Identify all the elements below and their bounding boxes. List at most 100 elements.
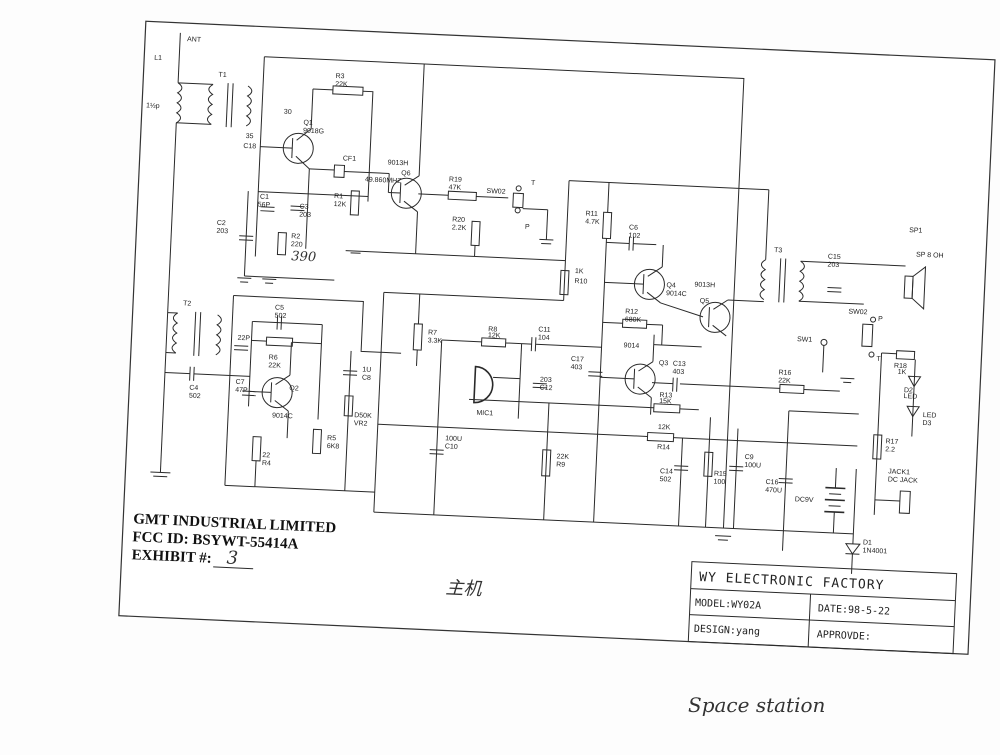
component-label-d2: D2 [904,387,913,394]
component-label-r15v: 100 [713,479,725,487]
component-label-c18: C18 [243,143,256,151]
component-label-r12v: 680K [625,316,642,324]
component-label-r14v: 12K [658,424,671,432]
component-label-c14: C14 [660,468,673,476]
component-label-c6v: 102 [628,232,640,240]
component-label-r16: R16 [778,369,791,377]
component-label-r15: R15 [714,471,727,479]
component-label-r18v: 1K [898,369,907,376]
scanned-page: ANTL11½pT1R322K30Q19018G35C18CF149.860MH… [118,20,996,655]
component-label-c5v: 502 [274,312,286,320]
component-label-led1: LED [903,393,917,401]
component-label-r10v: 1K [575,268,584,275]
component-label-r4: R4 [262,460,271,467]
component-label-c4v: 502 [189,393,201,401]
component-label-r9v: 22K [556,453,569,461]
component-label-sw02b: SW02 [848,308,867,316]
component-label-r2v: 220 [291,241,303,249]
component-label-c4: C4 [189,385,198,392]
component-label-r6: R6 [269,354,278,361]
component-label-sp1: SP1 [909,227,923,235]
component-label-c2v: 203 [216,228,228,236]
component-label-q3: Q3 [659,360,669,367]
exhibit-label: EXHIBIT #: [131,547,212,567]
component-label-r11: R11 [585,210,598,218]
component-label-r7v: 3.3K [427,337,442,345]
component-label-r2: R2 [291,233,300,240]
component-label-jack1: JACK1 [888,468,910,476]
component-label-q5: Q5 [700,298,710,305]
component-label-q5v: 9013H [694,281,715,289]
component-label-q1: Q1 [303,120,313,127]
component-label-r4v: 22 [262,452,270,459]
component-label-mic1: MIC1 [476,410,493,418]
component-label-c22p: 22P [237,335,250,343]
component-label-l1v: 1½p [146,101,160,110]
component-label-r20: R20 [452,216,465,224]
component-label-c12v: 203 [540,377,552,385]
component-label-r20v: 2.2K [452,224,467,232]
component-label-c3: C3 [299,203,308,210]
component-label-d1v: 1N4001 [862,547,887,555]
component-label-r7: R7 [428,329,437,336]
component-label-r5: R5 [327,435,336,442]
component-label-r3: R3 [335,73,344,80]
component-label-r11v: 4.7K [585,218,600,226]
component-label-r10: R10 [574,278,587,286]
component-label-c10v: 100U [445,435,462,443]
component-label-r1: R1 [334,193,343,200]
component-label-c7v: 47P [235,387,248,395]
model-field: MODEL:WY02A [695,598,762,612]
component-label-r3v: 22K [335,81,348,89]
page-border [118,20,996,655]
component-label-q2v: 9014C [272,412,293,420]
component-label-c10: C10 [445,443,458,451]
component-label-r13: R13 [659,392,672,400]
component-label-vr2: VR2 [354,420,368,428]
component-label-r5v: 6K8 [327,443,340,451]
component-label-led2: LED [923,412,937,420]
component-label-c8: C8 [362,374,371,381]
component-label-t3: T3 [774,247,783,254]
component-label-r12: R12 [625,308,638,316]
component-label-r17: R17 [885,438,898,446]
approve-field: APPROVDE: [816,629,871,642]
component-label-c30: 30 [284,109,292,116]
component-label-c35: 35 [246,133,254,140]
component-label-r16v: 22K [778,377,791,385]
component-label-jack1v: DC JACK [888,476,919,484]
component-label-c16: C16 [765,479,778,487]
component-label-dc9v: DC9V [795,496,814,504]
component-label-t2: T2 [183,300,192,307]
component-label-r17v: 2.2 [885,446,895,453]
component-label-q6: Q6 [401,170,411,177]
component-label-sw02a: SW02 [486,188,505,196]
ground-symbols [240,242,852,541]
component-label-c7: C7 [235,379,244,386]
component-label-sw2p: P [878,316,883,323]
component-label-q1v: 9018G [303,128,324,136]
component-label-c1: C1 [260,194,269,201]
component-label-c1v: 56P [257,202,270,210]
main-unit-annotation: 主机 [445,577,483,600]
component-label-q3v: 9014 [623,342,639,350]
component-label-q2: Q2 [289,385,299,392]
component-label-r9: R9 [556,461,565,468]
component-label-q4v: 9014C [666,290,687,298]
component-label-c11v: 104 [538,334,550,342]
component-label-d1: D1 [863,539,872,546]
component-label-r19: R19 [449,176,462,184]
component-label-c13: C13 [673,361,686,369]
component-label-c9: C9 [745,454,754,461]
component-label-c3v: 203 [299,211,311,219]
component-label-r19v: 47K [448,184,461,192]
component-label-sp1v: SP 8 OH [916,251,944,259]
component-label-swp: P [525,224,530,231]
component-label-c12: C12 [539,385,552,393]
component-label-d3: D3 [922,420,931,427]
component-label-c15: C15 [828,253,841,261]
component-label-swt: T [531,180,536,187]
component-label-r6v: 22K [268,362,281,370]
